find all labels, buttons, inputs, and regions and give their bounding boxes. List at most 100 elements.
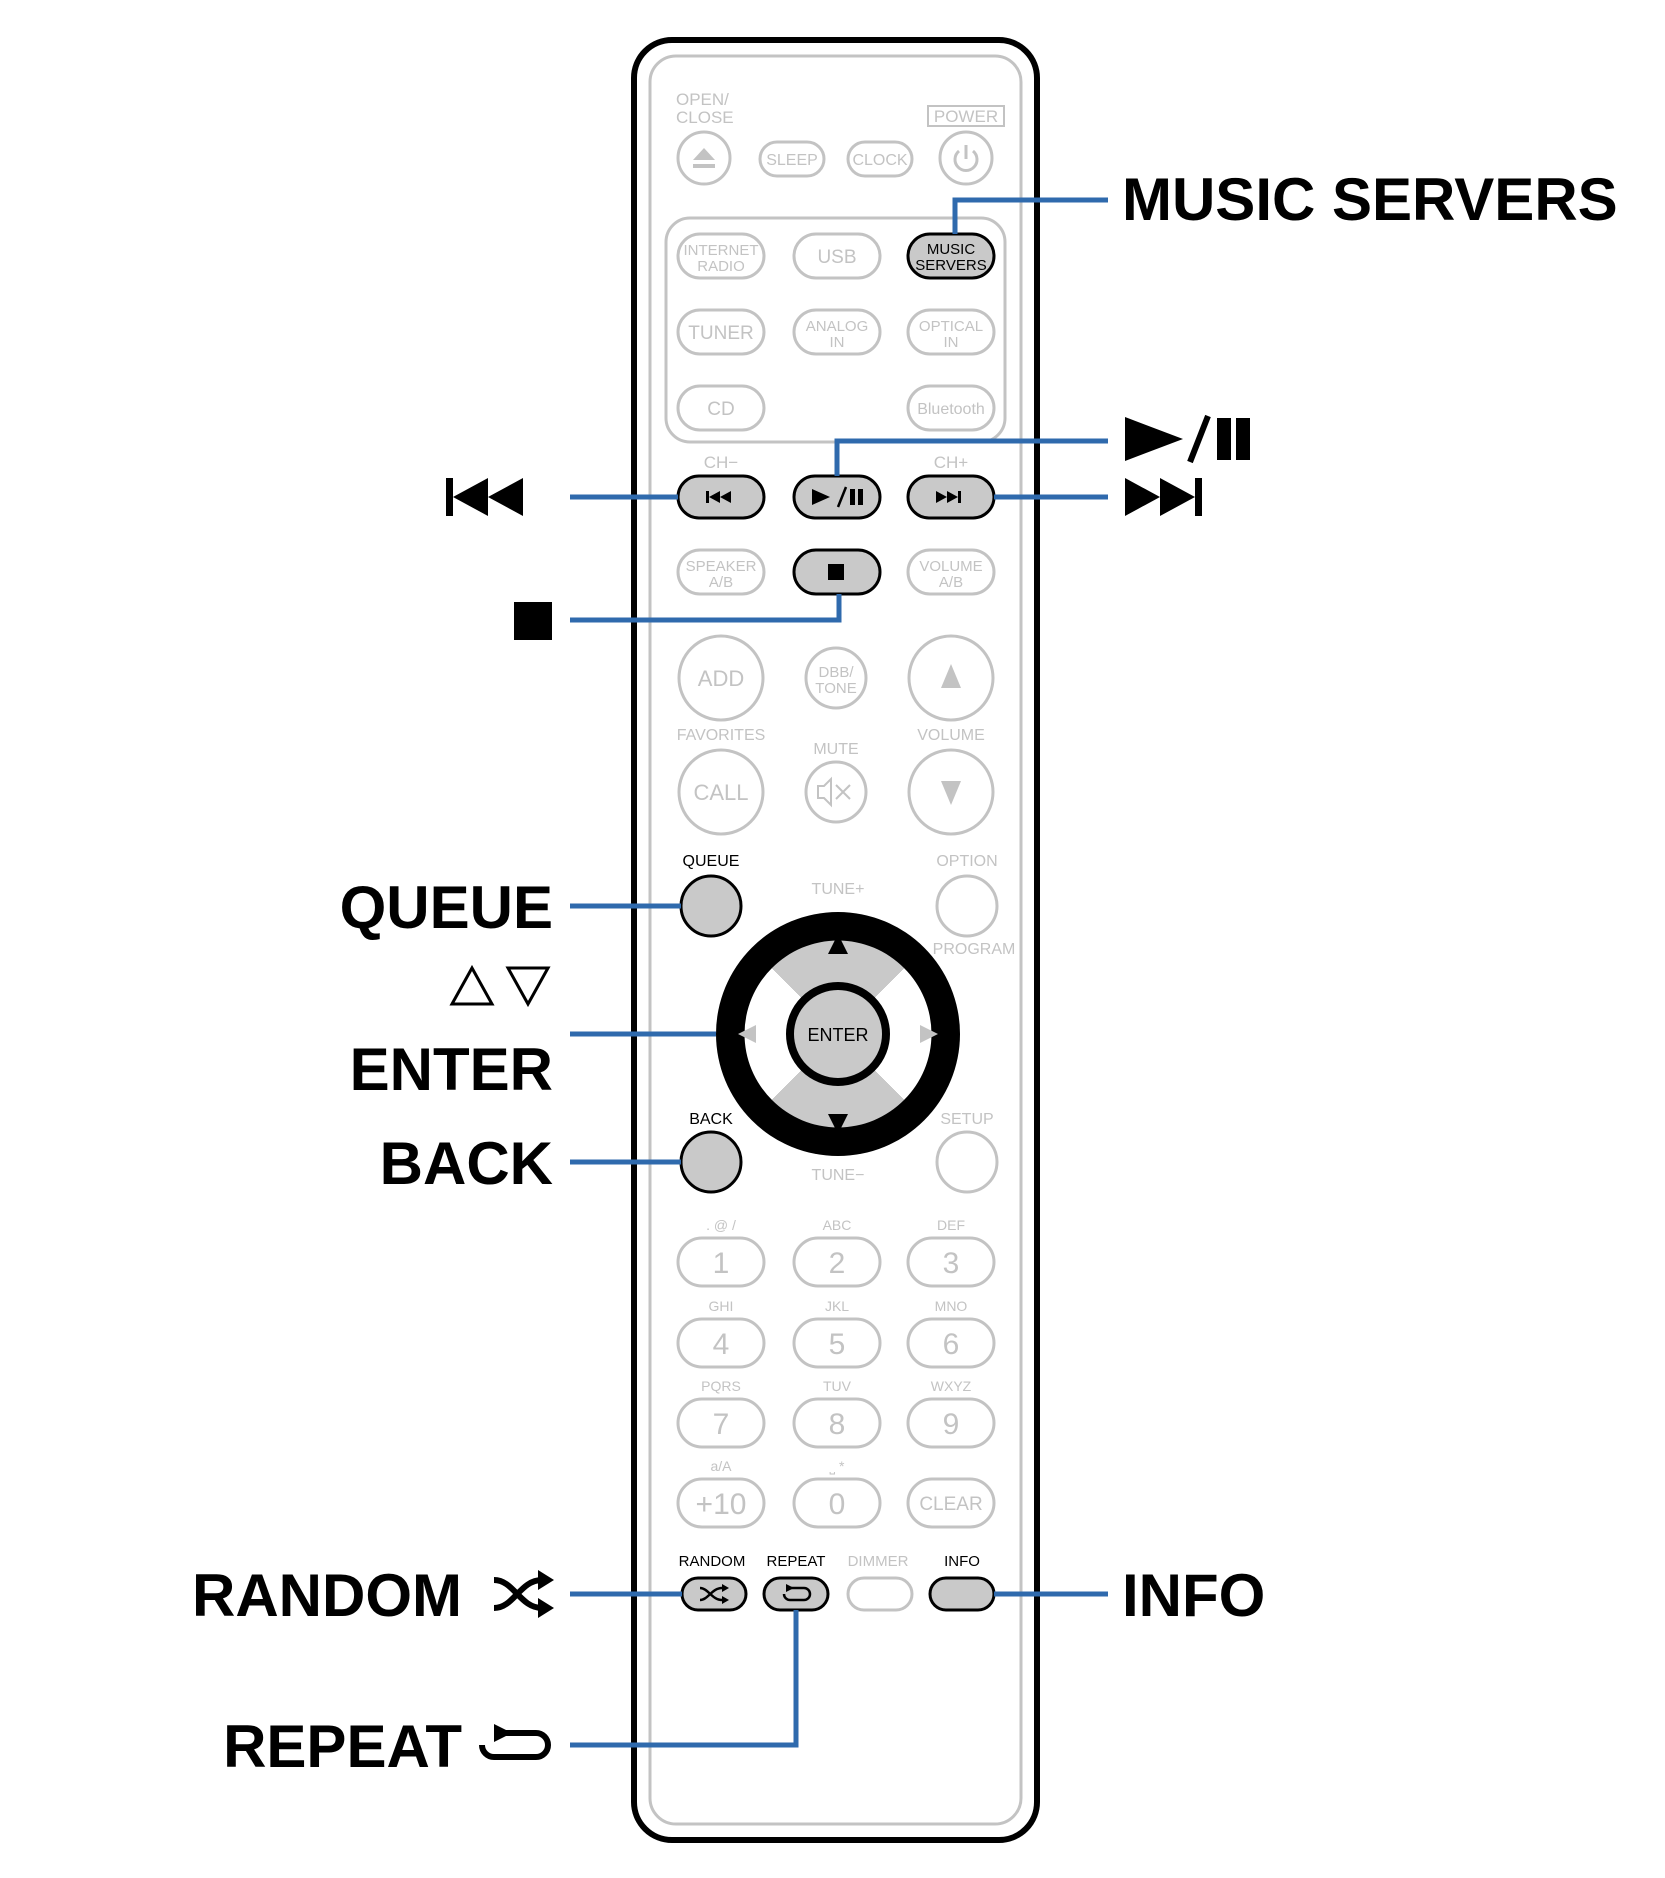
stop-icon [828,564,844,580]
bluetooth-label: Bluetooth [917,401,985,418]
internet-radio-button[interactable]: INTERNET RADIO [676,232,766,280]
callout-back: BACK [380,1130,553,1197]
random-small-label: RANDOM [679,1553,746,1570]
stop-button[interactable] [792,548,882,596]
callout-shuffle-icon [493,1570,554,1618]
keypad-button-5[interactable]: 5 [792,1317,882,1369]
repeat-icon [782,1584,812,1602]
volume-up-icon [941,664,961,688]
internet-radio-label-2: RADIO [697,258,745,275]
random-button[interactable] [680,1576,748,1612]
internet-radio-label-1: INTERNET [684,242,759,259]
keypad-button-6[interactable]: 6 [906,1317,996,1369]
callout-music-servers: MUSIC SERVERS [1122,166,1618,233]
keypad-button-2[interactable]: 2 [792,1236,882,1288]
keypad-number-label: 9 [943,1408,960,1441]
keypad-letters-label: DEF [937,1217,965,1233]
repeat-button[interactable] [762,1576,830,1612]
keypad-letters-label: PQRS [701,1378,741,1394]
cursor-up-button[interactable] [772,934,904,1006]
cursor-down-button[interactable] [772,1062,904,1134]
ch-minus-label: CH− [704,453,739,472]
option-label: OPTION [936,853,997,870]
dbb-tone-button[interactable]: DBB/ TONE [804,646,868,710]
shuffle-icon [699,1584,729,1604]
clock-button[interactable]: CLOCK [846,140,914,178]
leader-music-servers [952,197,1108,234]
keypad-button-4[interactable]: 4 [676,1317,766,1369]
volume-down-button[interactable] [907,748,995,836]
usb-button[interactable]: USB [792,232,882,280]
power-button[interactable] [938,130,994,186]
usb-label: USB [817,247,856,268]
callout-repeat: REPEAT [223,1713,462,1780]
volume-ab-button[interactable]: VOLUME A/B [906,548,996,596]
music-servers-button[interactable]: MUSIC SERVERS [906,232,996,280]
keypad-button-0[interactable]: 0 [792,1477,882,1529]
volume-ab-label-1: VOLUME [919,558,982,575]
volume-ab-label-2: A/B [939,574,963,591]
keypad-letters-label: TUV [823,1378,852,1394]
dimmer-button[interactable] [846,1576,914,1612]
cursor-left-button[interactable] [738,968,810,1100]
open-close-label-2: CLOSE [676,108,734,127]
volume-up-button[interactable] [907,634,995,722]
cd-label: CD [707,399,734,420]
previous-track-button[interactable] [676,474,766,520]
keypad-letters-label: a/A [710,1458,732,1474]
keypad-number-label: +10 [696,1488,747,1521]
mute-label: MUTE [813,741,858,758]
ch-plus-label: CH+ [934,453,969,472]
queue-small-label: QUEUE [683,853,740,870]
optical-in-label-2: IN [944,334,959,351]
setup-button[interactable] [935,1130,999,1194]
option-button[interactable] [935,874,999,938]
bluetooth-button[interactable]: Bluetooth [906,384,996,432]
previous-track-icon [706,491,731,503]
sleep-button[interactable]: SLEEP [758,140,826,178]
keypad-button-plus10[interactable]: +10 [676,1477,766,1529]
cursor-right-button[interactable] [866,968,938,1100]
open-close-label-1: OPEN/ [676,90,729,109]
keypad-button-9[interactable]: 9 [906,1397,996,1449]
add-button[interactable]: ADD [677,634,765,722]
callout-next-track-icon [1125,478,1202,516]
back-button[interactable] [679,1130,743,1194]
leader-play-pause [834,438,1108,476]
tune-minus-label: TUNE− [812,1167,865,1184]
next-track-button[interactable] [906,474,996,520]
callout-stop-icon [514,602,552,640]
favorites-label: FAVORITES [677,727,766,744]
keypad-button-1[interactable]: 1 [676,1236,766,1288]
keypad-number-label: 6 [943,1328,960,1361]
analog-in-button[interactable]: ANALOG IN [792,308,882,356]
play-pause-button[interactable] [792,474,882,520]
keypad-number-label: 2 [829,1247,846,1280]
open-close-button[interactable] [676,130,732,186]
enter-small-label: ENTER [807,1025,868,1045]
keypad-button-8[interactable]: 8 [792,1397,882,1449]
cd-button[interactable]: CD [676,384,766,432]
speaker-ab-label-2: A/B [709,574,733,591]
power-label-box [927,105,1005,127]
info-button[interactable] [928,1576,996,1612]
enter-button[interactable]: ENTER [786,982,890,1086]
keypad-button-clear[interactable]: CLEAR [906,1477,996,1529]
callout-play-pause-icon [1125,414,1250,464]
speaker-ab-label-1: SPEAKER [686,558,757,575]
optical-in-button[interactable]: OPTICAL IN [906,308,996,356]
direction-pad: ENTER [716,912,960,1156]
mute-button[interactable] [804,760,868,824]
keypad-button-3[interactable]: 3 [906,1236,996,1288]
keypad-button-7[interactable]: 7 [676,1397,766,1449]
leader-stop [570,594,842,623]
keypad-number-label: 0 [829,1488,846,1521]
dbb-tone-label-1: DBB/ [818,664,854,681]
speaker-ab-button[interactable]: SPEAKER A/B [676,548,766,596]
program-label: PROGRAM [933,941,1016,958]
call-button[interactable]: CALL [677,748,765,836]
info-small-label: INFO [944,1553,980,1570]
queue-button[interactable] [679,874,743,938]
tuner-button[interactable]: TUNER [676,308,766,356]
